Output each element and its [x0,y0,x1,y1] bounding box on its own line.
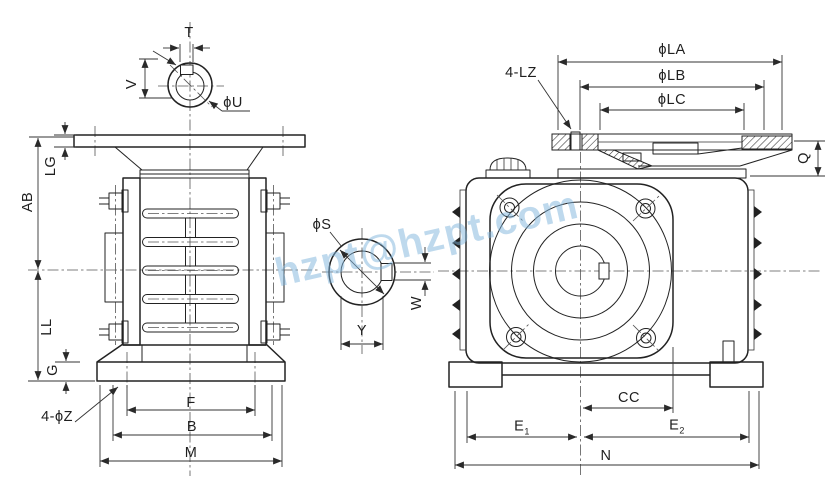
dim-label-y: Y [356,322,368,339]
dim-label-e1-base: E [514,418,525,435]
dim-e2 [584,391,750,443]
mounting-ring [557,168,747,179]
cooling-fins-side [452,189,762,351]
output-bore-keyway [598,262,610,280]
shaft-outer-circle [167,62,213,108]
dim-t [163,44,210,62]
dim-label-q: Q [795,152,812,164]
base [96,343,286,382]
shaft-keyway [180,64,194,75]
dim-la [557,55,783,130]
dimension-lines [28,44,825,469]
dim-e1 [466,391,577,443]
dim-y [340,296,384,350]
dim-lz-leader [537,79,572,130]
dim-label-e2: E2 [669,417,685,436]
dim-label-w: W [408,295,425,311]
dim-label-e2-sub: 2 [679,425,685,436]
dim-lc [599,103,745,130]
dim-w [393,247,431,296]
cooling-fins [142,208,239,333]
foot-right [709,361,764,388]
fin-connectors [185,217,196,324]
dim-label-s: ϕS [312,216,332,233]
dim-label-g: G [44,364,61,376]
dim-ab [29,136,74,269]
side-boss-left [104,232,124,303]
dim-q [750,140,825,177]
bore-outer-circle [328,238,396,306]
dim-label-lb: ϕLB [658,67,686,84]
mounting-feet [448,340,764,388]
dim-label-e1: E1 [514,418,530,437]
dim-label-u: ϕU [223,94,243,111]
dim-label-e2-base: E [669,417,680,434]
front-view [28,22,318,476]
dim-label-cc: CC [618,389,640,406]
dim-label-m: M [184,444,198,461]
side-boss-right [265,232,285,303]
dim-label-e1-sub: 1 [524,426,530,437]
dim-label-b: B [186,418,198,435]
dim-label-lg: LG [42,155,59,177]
flange-bolt-hole [570,131,581,151]
front-view-center-lines [28,22,318,476]
dim-label-t: T [184,24,194,41]
dim-u-leader [208,100,250,112]
dim-label-ll: LL [38,318,55,336]
dim-label-lz: 4-LZ [505,64,537,81]
housing-frame [122,177,267,346]
dim-lb [579,80,765,130]
dim-v [139,50,177,99]
dim-label-lc: ϕLC [657,91,687,108]
side-bolts [99,189,290,344]
top-flange-section [551,131,793,179]
flange-neck [114,146,264,179]
dim-label-v: V [123,78,140,90]
dim-label-ab: AB [19,191,36,213]
base-plate [96,361,286,382]
top-flange-plate [73,134,306,148]
dim-f [126,385,256,416]
dim-s [329,231,385,295]
dim-g [55,349,80,394]
corner-bolts [496,194,660,352]
dim-m [99,385,283,467]
dim-n [454,391,760,469]
dim-lg [54,122,76,160]
dim-cc [583,347,674,413]
breather-plug [485,157,531,179]
dim-label-la: ϕLA [658,41,686,58]
input-shaft-section [158,62,224,108]
dim-z-leader [74,386,119,423]
dim-label-z: 4-ϕZ [41,408,73,425]
foot-left [448,361,503,388]
side-view [438,131,820,478]
output-hub-rings [489,179,672,363]
dim-label-f: F [186,394,196,411]
dim-label-n: N [600,447,612,464]
dim-ll [28,271,95,382]
